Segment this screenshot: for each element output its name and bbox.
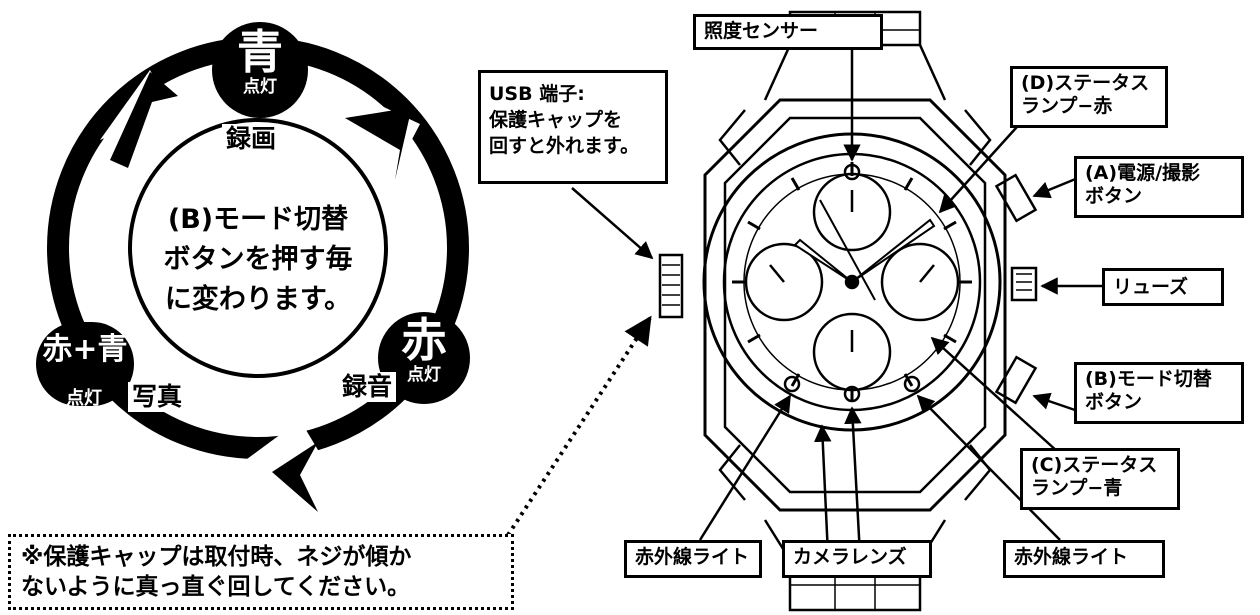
watch-illustration: [658, 10, 1038, 612]
lamp-state-label: 点灯: [66, 388, 102, 409]
camera-lens-dot: [843, 385, 861, 403]
mode-badge-blue: 青 点灯: [212, 22, 308, 118]
callout-usb: USB 端子: 保護キャップを 回すと外れます。: [478, 70, 668, 184]
lamp-state-label: 点灯: [407, 365, 441, 385]
cycle-arrow-1-icon: [345, 110, 410, 180]
light-sensor-dot: [843, 163, 861, 181]
mode-label-audio: 録音: [338, 372, 397, 402]
callout-camera-lens: カメラレンズ: [782, 540, 932, 578]
cycle-arrow-3-icon: [110, 72, 178, 168]
mode-badge-red-blue: 赤+青: [36, 322, 134, 406]
power-button: [994, 173, 1038, 223]
callout-crown: リューズ: [1102, 268, 1224, 306]
callout-status-lamp-red: (D)ステータス ランプ−赤: [1010, 66, 1168, 128]
ir-light-right-dot: [903, 375, 921, 393]
ir-light-left-dot: [783, 375, 801, 393]
mode-label-video: 録画: [222, 124, 281, 154]
usb-cap: [658, 253, 684, 319]
crown: [1010, 266, 1038, 302]
callout-ir-light-left: 赤外線ライト: [624, 540, 762, 578]
cycle-arrow-2-icon: [272, 442, 318, 512]
mode-label-photo: 写真: [128, 382, 187, 412]
callout-status-lamp-blue: (C)ステータス ランプ−青: [1020, 448, 1180, 510]
callout-light-sensor: 照度センサー: [693, 14, 883, 50]
lamp-color-label: 赤+青: [42, 332, 128, 367]
lamp-state-label: 点灯: [243, 77, 277, 97]
callout-power-button: (A)電源/撮影 ボタン: [1074, 156, 1244, 218]
cap-installation-note: ※保護キャップは取付時、ネジが傾か ないように真っ直ぐ回してください。: [8, 534, 514, 610]
lamp-color-label: 青: [237, 25, 283, 79]
leader-lines: [506, 45, 1102, 556]
mode-button: [994, 355, 1038, 405]
mode-cycle-instructions: (B)モード切替 ボタンを押す毎 に変わります。: [163, 204, 353, 315]
lamp-color-label: 赤: [401, 313, 447, 367]
callout-ir-light-right: 赤外線ライト: [1003, 540, 1165, 578]
callout-mode-button: (B)モード切替 ボタン: [1074, 362, 1244, 424]
